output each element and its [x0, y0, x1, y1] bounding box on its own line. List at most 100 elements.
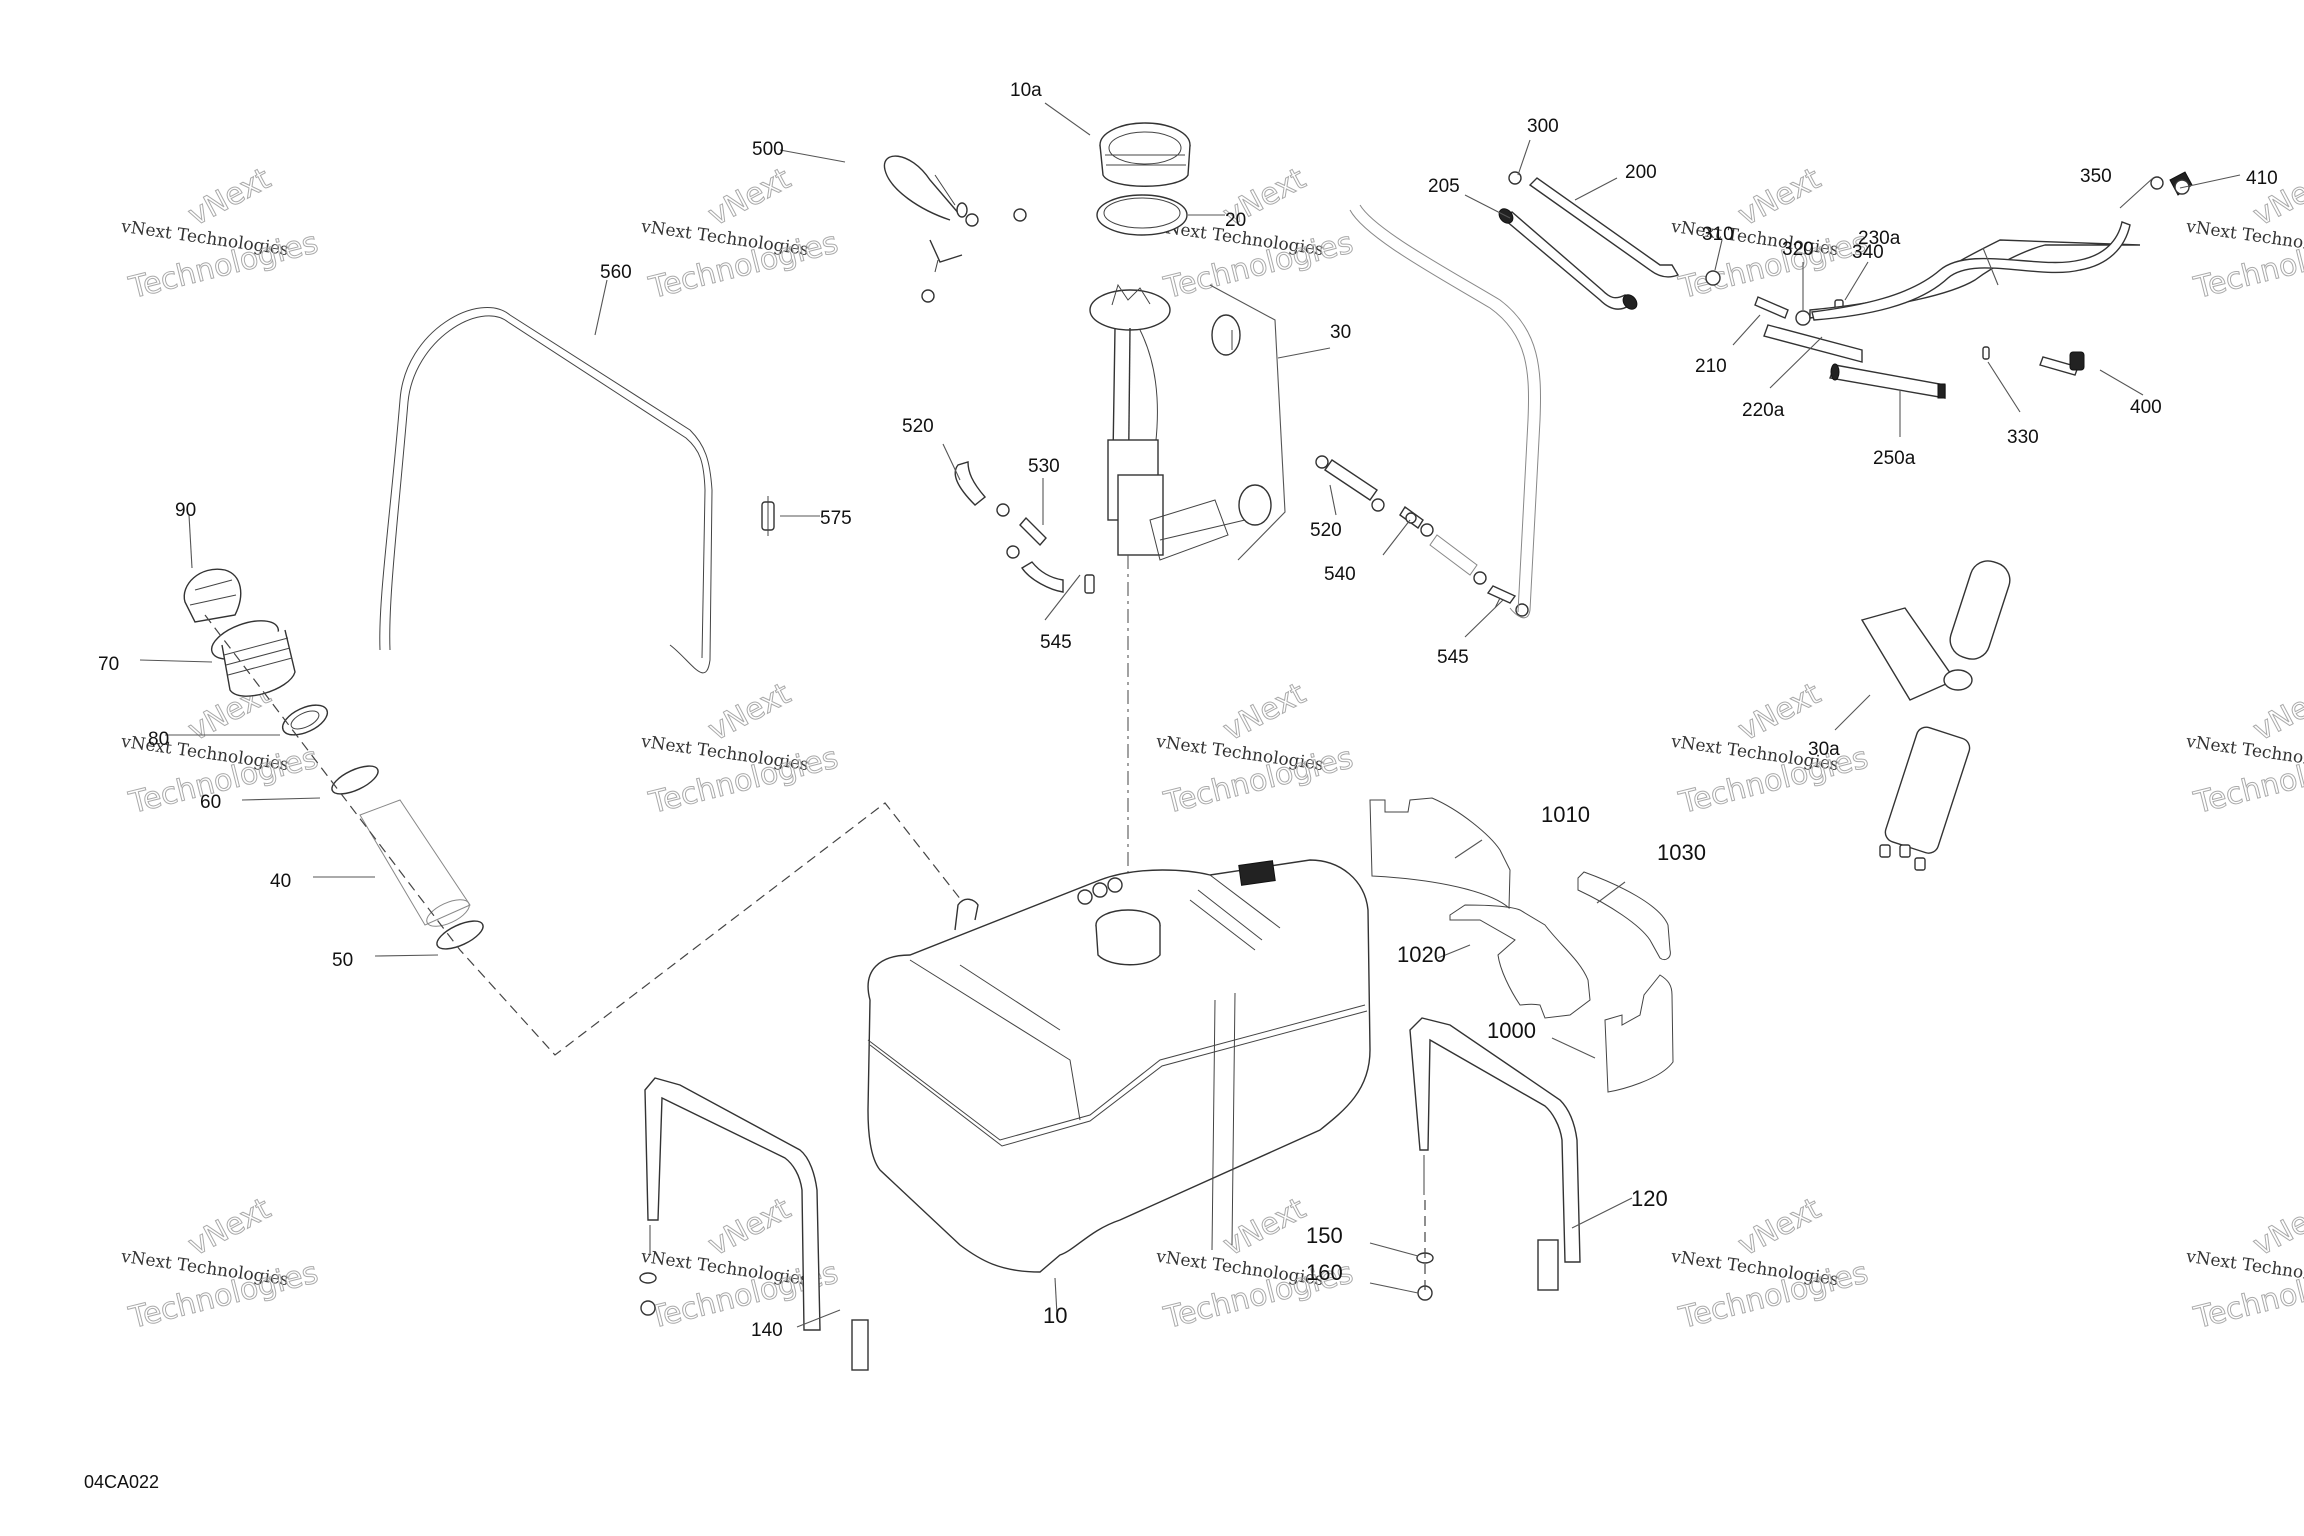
strap-140[interactable]	[644, 1077, 869, 1371]
hose-500[interactable]	[883, 155, 968, 221]
strainer[interactable]	[1211, 314, 1241, 356]
callout-340[interactable]: 340	[1852, 242, 1884, 263]
clamp-310[interactable]	[1705, 270, 1721, 286]
hose-220a[interactable]	[1763, 324, 1863, 363]
t-fitting-545-right[interactable]	[1486, 585, 1517, 609]
callout-120[interactable]: 120	[1631, 1186, 1668, 1211]
hose-520-right[interactable]	[1324, 459, 1378, 501]
clamp[interactable]	[996, 503, 1010, 517]
clamp-50[interactable]	[433, 915, 487, 954]
callout-545-right[interactable]: 545	[1437, 647, 1469, 668]
callout-530[interactable]: 530	[1028, 456, 1060, 477]
callout-30a[interactable]: 30a	[1808, 739, 1840, 760]
callout-500[interactable]: 500	[752, 139, 784, 160]
callout-205[interactable]: 205	[1428, 176, 1460, 197]
clamp[interactable]	[1371, 498, 1385, 512]
fitting-575[interactable]	[761, 496, 775, 536]
callout-320[interactable]: 320	[1782, 239, 1814, 260]
callout-540[interactable]: 540	[1324, 564, 1356, 585]
clamp[interactable]	[1515, 603, 1529, 617]
pump-assembly-30a[interactable]	[1860, 556, 2014, 871]
callout-70[interactable]: 70	[98, 654, 119, 675]
callout-1000[interactable]: 1000	[1487, 1018, 1536, 1043]
vent-hose-560[interactable]	[379, 307, 713, 674]
callout-330[interactable]: 330	[2007, 427, 2039, 448]
hose-250a[interactable]	[1829, 363, 1946, 399]
callout-300[interactable]: 300	[1527, 116, 1559, 137]
hose-200[interactable]	[1528, 177, 1680, 278]
nut-80[interactable]	[278, 699, 332, 741]
callout-210[interactable]: 210	[1695, 356, 1727, 377]
check-valve-540[interactable]	[1399, 505, 1424, 530]
callout-150[interactable]: 150	[1306, 1223, 1343, 1248]
callout-30[interactable]: 30	[1330, 322, 1351, 343]
washer-150[interactable]	[639, 1272, 657, 1284]
callout-50[interactable]: 50	[332, 950, 353, 971]
callout-230a[interactable]: 230a	[1858, 228, 1901, 249]
hose-230a[interactable]	[1809, 221, 2141, 321]
t-fitting[interactable]	[929, 239, 963, 273]
clamp[interactable]	[1013, 208, 1027, 222]
fitting-210[interactable]	[1754, 296, 1789, 319]
callout-90[interactable]: 90	[175, 500, 196, 521]
gasket-20[interactable]	[1096, 194, 1188, 236]
strap-120[interactable]	[1409, 1017, 1581, 1291]
callout-10[interactable]: 10	[1043, 1303, 1067, 1328]
callout-520-left[interactable]: 520	[902, 416, 934, 437]
nut-160[interactable]	[640, 1300, 656, 1316]
callout-350[interactable]: 350	[2080, 166, 2112, 187]
callout-410[interactable]: 410	[2246, 168, 2278, 189]
callout-20[interactable]: 20	[1225, 210, 1246, 231]
elbow-545-left[interactable]	[1021, 561, 1064, 593]
clamp[interactable]	[1473, 571, 1487, 585]
heat-shield-1020[interactable]	[1449, 904, 1591, 1019]
hose-40[interactable]	[359, 799, 473, 932]
fitting[interactable]	[1084, 574, 1095, 594]
heat-shield-1000[interactable]	[1604, 974, 1674, 1093]
hose-520-left[interactable]	[954, 461, 987, 506]
return-hose[interactable]	[1349, 204, 1542, 619]
clamp-60[interactable]	[328, 760, 382, 799]
lock-ring-10a[interactable]	[1099, 122, 1191, 187]
clamp[interactable]	[1420, 523, 1434, 537]
callout-200[interactable]: 200	[1625, 162, 1657, 183]
callout-1010[interactable]: 1010	[1541, 802, 1590, 827]
callout-575[interactable]: 575	[820, 508, 852, 529]
filler-neck-70[interactable]	[207, 613, 296, 697]
hose[interactable]	[1429, 534, 1478, 576]
callout-545-left[interactable]: 545	[1040, 632, 1072, 653]
heat-shield-1010[interactable]	[1369, 797, 1511, 910]
clamp-320[interactable]	[1795, 310, 1811, 326]
clamp-350[interactable]	[2150, 176, 2164, 190]
callout-310[interactable]: 310	[1702, 224, 1734, 245]
fuel-cap-90[interactable]	[183, 568, 242, 623]
svg-text:vNext: vNext	[183, 1191, 277, 1263]
callout-160[interactable]: 160	[1306, 1260, 1343, 1285]
clamp[interactable]	[1006, 545, 1020, 559]
clamp[interactable]	[921, 289, 935, 303]
callout-40[interactable]: 40	[270, 871, 291, 892]
diagram-code: 04CA022	[84, 1472, 160, 1492]
clamp[interactable]	[1315, 455, 1329, 469]
connector-410[interactable]	[2169, 171, 2193, 196]
callout-80[interactable]: 80	[148, 729, 169, 750]
fuel-pump-module-30[interactable]	[1089, 283, 1272, 561]
callout-560[interactable]: 560	[600, 262, 632, 283]
hose-205[interactable]	[1496, 206, 1639, 312]
callout-1030[interactable]: 1030	[1657, 840, 1706, 865]
clamp-300[interactable]	[1508, 171, 1522, 185]
callout-250a[interactable]: 250a	[1873, 448, 1916, 469]
callout-10a[interactable]: 10a	[1010, 80, 1042, 101]
callout-400[interactable]: 400	[2130, 397, 2162, 418]
clamp-330[interactable]	[1982, 346, 1990, 360]
elbow-fitting-400[interactable]	[2039, 351, 2085, 376]
callout-520-right[interactable]: 520	[1310, 520, 1342, 541]
callout-1020[interactable]: 1020	[1397, 942, 1446, 967]
callout-140[interactable]: 140	[751, 1320, 783, 1341]
clamp[interactable]	[965, 213, 979, 227]
fuel-tank-10[interactable]	[867, 859, 1371, 1273]
callout-220a[interactable]: 220a	[1742, 400, 1785, 421]
callout-60[interactable]: 60	[200, 792, 221, 813]
heat-shield-1030[interactable]	[1577, 871, 1671, 961]
valve-530[interactable]	[1019, 516, 1047, 547]
